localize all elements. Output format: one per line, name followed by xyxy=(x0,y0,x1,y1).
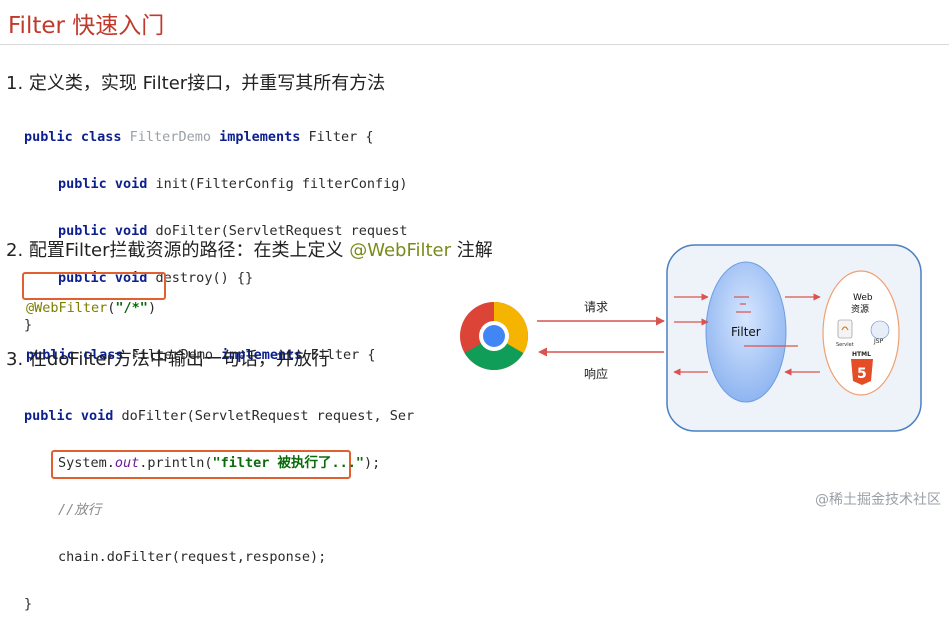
step-1-heading: 1. 定义类，实现 Filter接口，并重写其所有方法 xyxy=(6,69,385,95)
step-1-text: 1. 定义类，实现 Filter接口，并重写其所有方法 xyxy=(6,73,386,94)
filter-ellipse xyxy=(705,261,787,403)
code2-line2: public class FilterDemo implements Filte… xyxy=(26,346,376,363)
code-block-2: @WebFilter("/*") public class FilterDemo… xyxy=(26,273,376,391)
code-block-1: public class FilterDemo implements Filte… xyxy=(24,102,408,361)
resource-label: 资源 xyxy=(851,304,869,315)
html5-icon: HTML 5 xyxy=(851,351,873,385)
chrome-browser-icon xyxy=(460,302,528,370)
code1-line2: public void init(FilterConfig filterConf… xyxy=(58,175,408,192)
step-2-text: 2. 配置Filter拦截资源的路径：在类上定义 xyxy=(6,240,350,261)
servlet-label: Servlet xyxy=(836,342,854,348)
code3-line2: System.out.println("filter 被执行了..."); xyxy=(58,454,381,471)
request-label: 请求 xyxy=(584,300,608,314)
web-resource-ellipse xyxy=(822,270,900,396)
code1-line5: } xyxy=(24,316,33,333)
html-label: HTML xyxy=(852,351,871,358)
jsp-label: JSP xyxy=(873,338,884,345)
jsp-icon: JSP xyxy=(870,320,890,345)
page-title: Filter 快速入门 xyxy=(8,13,165,39)
filter-label: Filter xyxy=(731,325,761,339)
response-label: 响应 xyxy=(584,366,608,381)
code3-line5: } xyxy=(24,595,33,612)
step-3-heading: 3. 在doFilter方法中输出一句话，并放行 xyxy=(6,345,330,371)
code3-line4: chain.doFilter(request,response); xyxy=(58,548,327,565)
code2-line1: @WebFilter("/*") xyxy=(26,299,157,316)
code1-line1: public class FilterDemo implements Filte… xyxy=(24,128,374,145)
html5-badge: 5 xyxy=(857,366,867,382)
code1-line3: public void doFilter(ServletRequest requ… xyxy=(58,222,408,239)
step-2-highlight: @WebFilter xyxy=(349,240,452,261)
step-2-suffix: 注解 xyxy=(451,240,493,261)
web-label: Web xyxy=(853,293,873,303)
annotation-highlight-box xyxy=(22,272,166,300)
servlet-icon: Servlet xyxy=(836,319,854,348)
chain-highlight-box xyxy=(51,450,351,479)
code3-line1: public void doFilter(ServletRequest requ… xyxy=(24,407,415,424)
watermark: @稀土掘金技术社区 xyxy=(815,492,941,508)
filter-flow-diagram: 请求 响应 Filter Web 资源 Servlet JSP HTML 5 xyxy=(460,244,922,432)
step-3-text: 3. 在doFilter方法中输出一句话，并放行 xyxy=(6,349,330,370)
step-2-heading: 2. 配置Filter拦截资源的路径：在类上定义 @WebFilter 注解 xyxy=(6,236,493,262)
title-divider xyxy=(0,44,949,45)
